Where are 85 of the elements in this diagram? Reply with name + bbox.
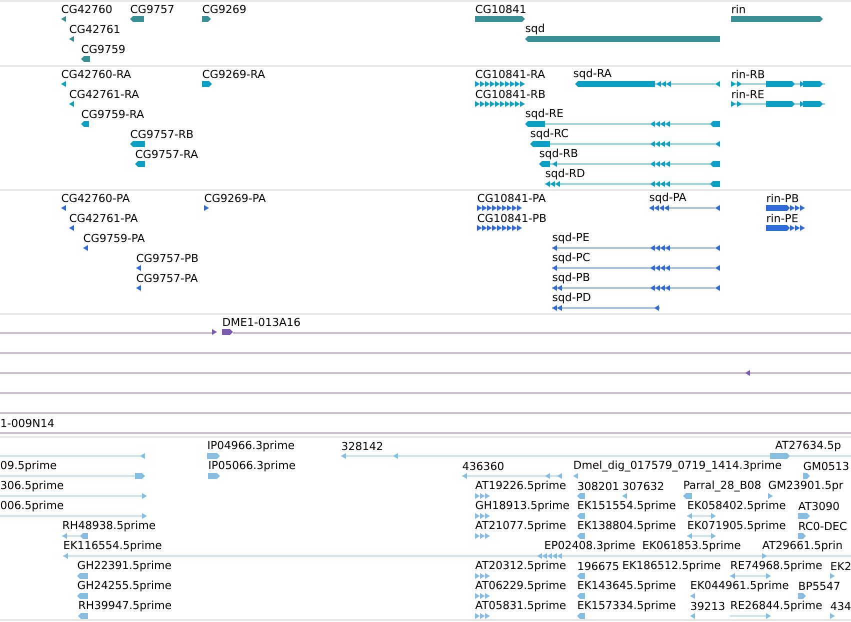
feature-label: CG9757-RA — [136, 150, 198, 158]
feature-label: AT19226.5prime — [475, 480, 566, 492]
feature-label: CG42760 — [62, 4, 112, 14]
feature-label: 1-009N14 — [1, 418, 54, 428]
feature-label: 006.5prime — [0, 500, 64, 512]
feature-label: CG9269-PA — [204, 194, 266, 202]
feature-label: 308201 — [578, 482, 618, 490]
feature-label: RC0-DEC — [799, 522, 846, 530]
feature-label: GH18913.5prime — [476, 500, 569, 512]
feature-label: 328142 — [342, 442, 382, 450]
feature-label: CG42760-PA — [62, 194, 130, 202]
feature-label: CG42761 — [70, 24, 120, 34]
feature-label: sqd-PC — [552, 252, 590, 264]
feature-label: EK116554.5prime — [64, 540, 162, 552]
feature-label: EK143645.5prime — [578, 580, 676, 592]
feature-label: 436360 — [462, 462, 504, 470]
feature-label: EK157334.5prime — [578, 600, 676, 612]
feature-label: rin-RE — [732, 90, 764, 98]
feature-label: RE74968.5prime — [731, 560, 822, 572]
feature-label: EK2 — [831, 562, 850, 570]
feature-label: GM23901.5pr — [768, 480, 844, 492]
feature-label: CG9759 — [82, 44, 125, 54]
feature-label: CG9269-RA — [202, 70, 265, 78]
feature-label: RH48938.5prime — [63, 520, 156, 532]
feature-label: GH24255.5prime — [78, 580, 171, 592]
feature-label: CG42761-RA — [70, 90, 139, 98]
feature-label: CG9269 — [202, 4, 246, 14]
feature-label: rin-RB — [732, 70, 764, 78]
feature-label: CG10841-RA — [476, 70, 545, 78]
feature-label: sqd-PA — [650, 192, 686, 204]
feature-label: AT20312.5prime — [475, 560, 566, 572]
feature-label: AT06229.5prime — [475, 580, 566, 592]
feature-label: CG10841-PA — [478, 194, 546, 202]
feature-label: DME1-013A16 — [223, 318, 300, 326]
feature-label: CG9757-PA — [136, 274, 198, 282]
feature-label: rin — [732, 4, 745, 14]
feature-label: 39213 — [691, 602, 724, 610]
feature-label: AT27634.5p — [775, 440, 840, 452]
feature-label: rin-PE — [767, 214, 798, 222]
feature-label: Parral_28_B08 — [684, 480, 761, 492]
feature-label: CG42761-PA — [70, 214, 138, 222]
feature-label: sqd-RA — [574, 68, 612, 80]
feature-label: sqd-PE — [552, 232, 589, 244]
feature-label: IP04966.3prime — [208, 440, 294, 452]
feature-label: IP05066.3prime — [209, 460, 296, 472]
feature-label: sqd — [526, 24, 544, 34]
feature-label: CG10841 — [476, 4, 526, 14]
feature-label: CG9759-PA — [84, 234, 145, 242]
feature-label: sqd-RE — [526, 108, 563, 120]
feature-label: EK044961.5prime — [691, 580, 788, 592]
feature-label: CG42760-RA — [62, 70, 131, 78]
feature-label: sqd-PB — [552, 272, 590, 284]
feature-label: CG10841-RB — [476, 90, 545, 98]
feature-label: EP02408.3prime — [545, 540, 635, 552]
feature-label: BP5547 — [799, 582, 840, 590]
feature-label: AT21077.5prime — [475, 520, 566, 532]
feature-label: sqd-RC — [530, 128, 568, 140]
feature-label: EK186512.5prime — [623, 560, 720, 572]
feature-label: EK058402.5prime — [688, 500, 786, 512]
feature-label: RH39947.5prime — [79, 600, 172, 612]
feature-label: 09.5prime — [0, 460, 56, 472]
feature-label: AT05831.5prime — [475, 600, 566, 612]
feature-label: 196675 — [578, 562, 618, 570]
feature-label: sqd-RD — [546, 168, 584, 180]
feature-label: Dmel_dig_017579_0719_1414.3prime — [574, 460, 782, 472]
feature-label: CG9759-RA — [82, 110, 144, 118]
feature-label: CG9757-PB — [136, 254, 198, 262]
feature-label: CG10841-PB — [478, 214, 546, 222]
feature-label: sqd-PD — [552, 292, 590, 304]
feature-label: GM0513 — [804, 462, 848, 470]
feature-label: 306.5prime — [1, 480, 64, 492]
feature-label: AT29661.5prin — [762, 540, 842, 552]
feature-label: sqd-RB — [540, 148, 578, 160]
feature-label: RE26844.5prime — [731, 600, 822, 612]
feature-label: EK071905.5prime — [688, 520, 786, 532]
feature-label: EK138804.5prime — [578, 520, 676, 532]
feature-label: EK061853.5prime — [643, 540, 740, 552]
feature-label: EK151554.5prime — [578, 500, 676, 512]
feature-label: CG9757-RB — [130, 130, 193, 138]
feature-label: 434 — [830, 602, 851, 610]
feature-label: rin-PB — [767, 194, 798, 202]
feature-label: GH22391.5prime — [78, 560, 171, 572]
feature-label: AT3090 — [798, 502, 839, 510]
feature-label: CG9757 — [130, 4, 174, 14]
feature-label: 307632 — [623, 482, 664, 490]
